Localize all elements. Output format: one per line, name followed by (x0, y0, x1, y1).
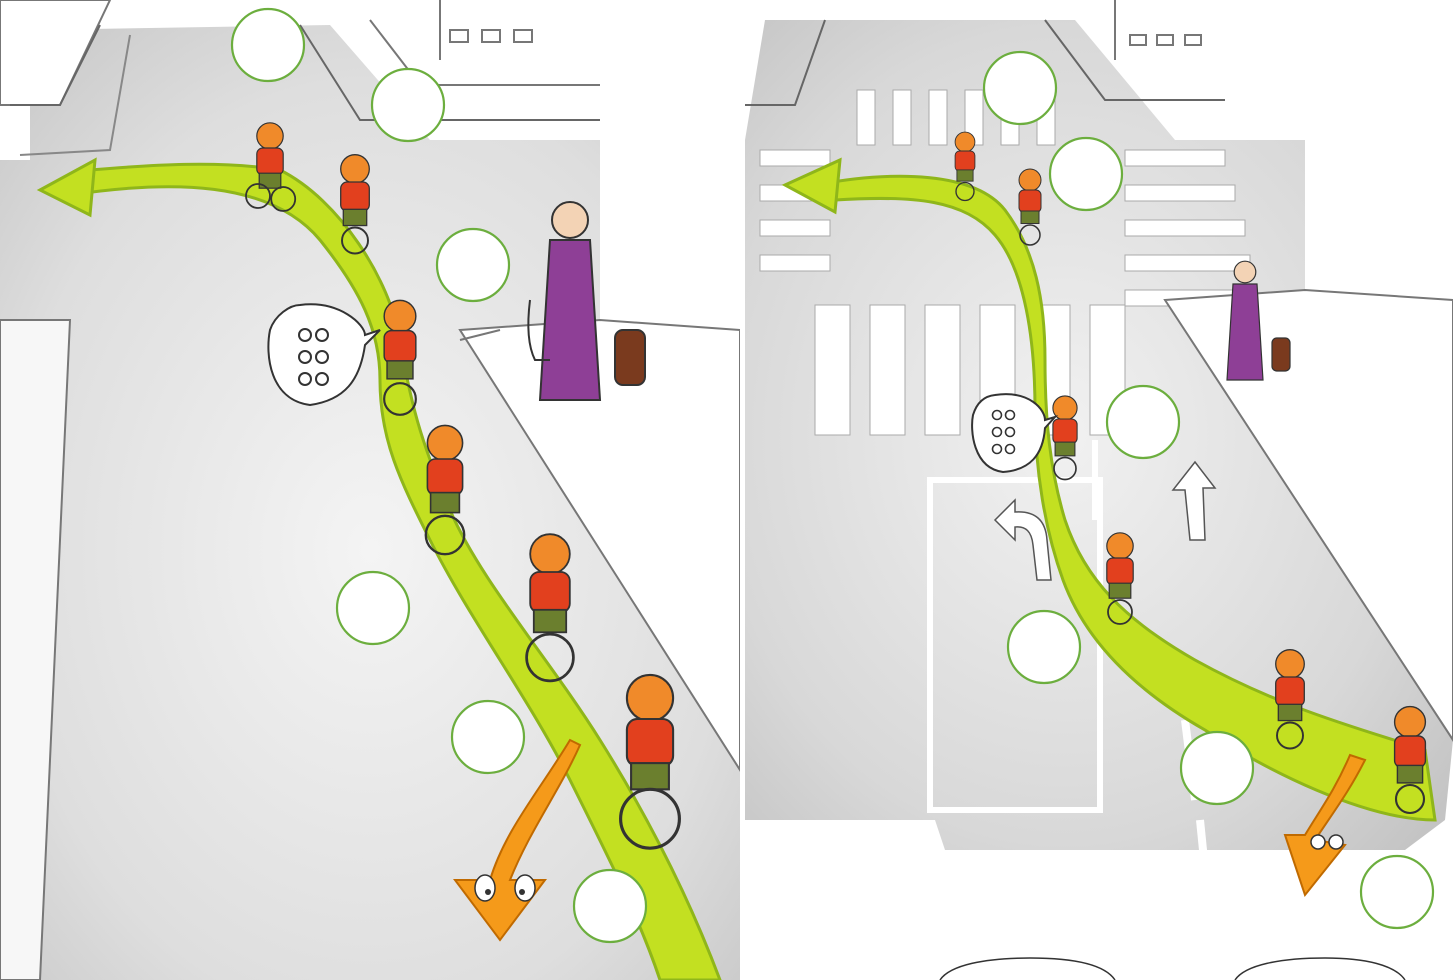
answer-circle[interactable] (337, 572, 409, 644)
window-shape (1157, 35, 1173, 45)
left-scene (0, 0, 740, 980)
window-shape (482, 30, 500, 42)
window-shape (450, 30, 468, 42)
answer-circle[interactable] (574, 870, 646, 942)
eye-shape (515, 875, 535, 901)
answer-circle[interactable] (437, 229, 509, 301)
answer-circle[interactable] (984, 52, 1056, 124)
window-shape (514, 30, 532, 42)
eye-shape (475, 875, 495, 901)
answer-circle[interactable] (1008, 611, 1080, 683)
answer-circle[interactable] (1107, 386, 1179, 458)
answer-circle[interactable] (1361, 856, 1433, 928)
bottom-bubble-left[interactable] (940, 958, 1115, 980)
bottom-bubble-right[interactable] (1235, 958, 1405, 980)
answer-circle[interactable] (452, 701, 524, 773)
window-shape (1185, 35, 1201, 45)
window-shape (1130, 35, 1146, 45)
answer-circle[interactable] (1050, 138, 1122, 210)
answer-circle[interactable] (232, 9, 304, 81)
right-scene-illustration (745, 0, 1453, 980)
left-scene-illustration (0, 0, 740, 980)
right-scene (745, 0, 1453, 980)
answer-circle[interactable] (372, 69, 444, 141)
answer-circle[interactable] (1181, 732, 1253, 804)
